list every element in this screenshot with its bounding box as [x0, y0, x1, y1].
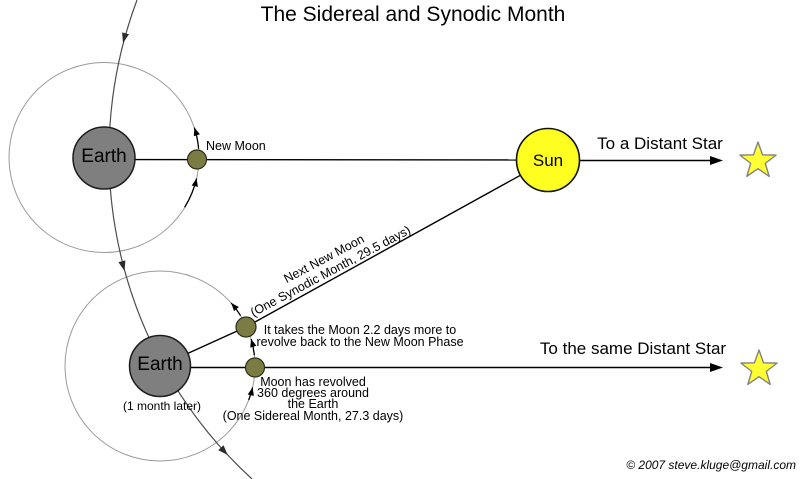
orbital-path-arrowhead-icon [118, 260, 126, 271]
arrowhead-icon [710, 156, 723, 165]
earth-sun-line-top [103, 158, 549, 161]
next-new-moon-circle [235, 316, 257, 338]
distant-star-label-top: To a Distant Star [597, 134, 723, 153]
sidereal-note-line1: Moon has revolved [260, 375, 366, 389]
distant-star-icon-top [739, 141, 777, 178]
motion-arrowhead-icon [250, 339, 257, 348]
motion-arrowhead-icon [231, 303, 239, 312]
earth-label-bottom: Earth [137, 354, 183, 375]
sidereal-moon-circle [244, 357, 266, 378]
copyright-text: © 2007 steve.kluge@gmail.com [626, 458, 796, 472]
earth-circle-top [72, 126, 136, 190]
new-moon-label: New Moon [206, 139, 266, 153]
motion-arrowhead-icon [193, 127, 200, 137]
new-moon-circle-top [186, 149, 208, 170]
earth-orbital-path [108, 0, 253, 479]
sidereal-note-line2: 360 degrees around [257, 386, 369, 401]
orbital-path-arrowhead-icon [218, 445, 228, 455]
distant-star-label-bottom: To the same Distant Star [539, 339, 727, 358]
sun-label: Sun [532, 151, 564, 170]
arrowhead-icon [710, 363, 723, 372]
sidereal-month-note: Moon has revolved 360 degrees around the… [213, 375, 413, 423]
orbital-path-arrowhead-icon [122, 32, 130, 43]
lag-note-line2: revolve back to the New Moon Phase [256, 334, 464, 349]
lag-note: It takes the Moon 2.2 days more to revol… [250, 323, 470, 349]
distant-star-icon-bottom [740, 349, 778, 386]
sun-circle [515, 127, 581, 193]
sidereal-note-line4: (One Sidereal Month, 27.3 days) [222, 408, 404, 423]
sidereal-note-line3: the Earth [287, 397, 339, 412]
lag-note-line1: It takes the Moon 2.2 days more to [263, 323, 457, 337]
diagram-title: The Sidereal and Synodic Month [260, 3, 566, 26]
motion-arrowhead-icon [247, 387, 254, 396]
motion-arrowhead-icon [191, 178, 198, 187]
month-later-note: (1 month later) [122, 399, 202, 413]
earth-label-top: Earth [81, 146, 127, 167]
earth-circle-bottom [128, 334, 192, 398]
